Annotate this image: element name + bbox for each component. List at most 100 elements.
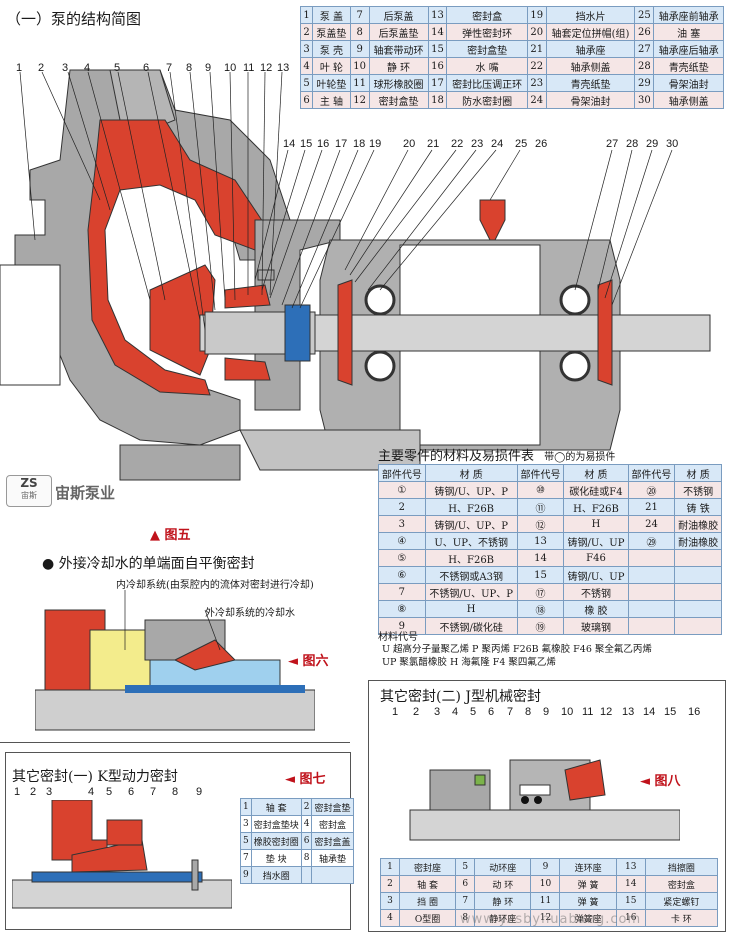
table-cell: ⑤: [378, 549, 426, 567]
fig5-label: ▲ 图五: [150, 528, 191, 543]
part-number-label: 30: [666, 138, 679, 150]
table-cell: ④: [378, 532, 426, 550]
table-cell: 3: [380, 892, 400, 910]
part-number-label: 9: [196, 786, 203, 798]
part-number-label: 4: [452, 706, 459, 718]
brand-name: 宙斯泵业: [55, 484, 116, 502]
table-cell: 泵 壳: [312, 40, 351, 58]
table-cell: 3: [240, 815, 252, 833]
table-header-cell: 部件代号: [378, 464, 426, 482]
table-cell: 轴承座后轴承: [653, 40, 724, 58]
table-cell: 挡水片: [545, 6, 636, 24]
fig8-oring-1: [521, 796, 529, 804]
part-number-label: 5: [470, 706, 477, 718]
table-cell: 不锈钢: [674, 481, 722, 499]
table-cell: 5: [455, 858, 476, 876]
part-number-label: 8: [172, 786, 179, 798]
fig6-sleeve: [125, 685, 305, 693]
table-cell: 9: [378, 617, 426, 635]
table-cell: [674, 617, 722, 635]
fig6-shaft: [35, 689, 315, 731]
table-cell: ⑳: [627, 481, 676, 499]
table-cell: 后泵盖: [368, 6, 429, 24]
part-number-label: 3: [46, 786, 53, 798]
fig6-outer-cooling-label: 外冷却系统的冷却水: [205, 608, 295, 619]
materials-note: 带◯的为易损件: [544, 452, 616, 463]
part-number-label: 10: [561, 706, 574, 718]
table-cell: 轴承座前轴承: [653, 6, 724, 24]
part-number-label: 1: [16, 62, 23, 74]
table-header-cell: 材 质: [424, 464, 518, 482]
table-cell: 7: [455, 892, 476, 910]
table-cell: 叶轮垫: [312, 74, 351, 92]
table-cell: 碳化硅或F4: [563, 481, 629, 499]
table-cell: 21: [627, 498, 676, 516]
table-cell: 挡水圈: [250, 866, 302, 884]
table-cell: 1: [299, 6, 314, 24]
table-header-row: 部件代号材 质部件代号材 质部件代号材 质: [378, 464, 722, 482]
table-cell: 轴承侧盖: [653, 91, 724, 109]
table-cell: 耐油橡胶: [674, 515, 722, 533]
seal-red-lower: [224, 357, 271, 381]
table-cell: 弹 簧: [559, 875, 617, 893]
table-header-cell: 材 质: [674, 464, 722, 482]
table-cell: [674, 583, 722, 601]
table-cell: 静 环: [474, 892, 532, 910]
table-cell: 13: [516, 532, 565, 550]
table-cell: 11: [530, 892, 561, 910]
table-cell: 静环座: [474, 909, 532, 927]
part-number-label: 27: [606, 138, 619, 150]
table-cell: 密封盒垫: [446, 40, 528, 58]
table-cell: 弹簧座: [559, 909, 617, 927]
part-number-label: 8: [525, 706, 532, 718]
part-number-label: 8: [186, 62, 193, 74]
brand-logo: ZS 宙斯: [6, 475, 52, 507]
part-number-label: 11: [243, 62, 255, 74]
seal-sleeve-blue: [284, 304, 311, 362]
table-cell: 1: [240, 798, 252, 816]
part-number-label: 4: [84, 62, 91, 74]
part-number-label: 9: [205, 62, 212, 74]
table-header-cell: 材 质: [563, 464, 629, 482]
table-cell: ⑱: [516, 600, 565, 618]
part-number-label: 2: [413, 706, 420, 718]
table-cell: 25: [634, 6, 655, 24]
part-number-label: 25: [515, 138, 528, 150]
part-number-label: 14: [283, 138, 296, 150]
table-cell: ㉙: [627, 532, 676, 550]
materials-table-title: 主要零件的材料及易损件表 带◯的为易损件: [378, 445, 615, 464]
table-cell: H: [424, 600, 518, 618]
table-cell: 油 塞: [653, 23, 724, 41]
table-cell: 叶 轮: [312, 57, 351, 75]
table-cell: 19: [526, 6, 547, 24]
pump-structure-diagram: [0, 69, 711, 481]
part-number-label: 7: [166, 62, 173, 74]
pump-base: [119, 444, 241, 481]
table-cell: 29: [634, 74, 655, 92]
part-number-label: 5: [106, 786, 113, 798]
part-number-label: 22: [451, 138, 464, 150]
table-cell: 铸钢/U、UP: [563, 532, 629, 550]
table-cell: 2: [380, 875, 400, 893]
table-cell: 泵 盖: [312, 6, 351, 24]
table-cell: 20: [526, 23, 547, 41]
table-cell: 7: [240, 849, 252, 867]
table-cell: [300, 866, 313, 884]
table-cell: 3: [299, 40, 314, 58]
table-cell: 16: [427, 57, 448, 75]
part-number-label: 3: [62, 62, 69, 74]
table-cell: 8: [349, 23, 370, 41]
fig8-title: 其它密封(二) J型机械密封: [380, 689, 541, 705]
part-number-label: 13: [622, 706, 635, 718]
table-cell: 泵盖垫: [312, 23, 351, 41]
table-cell: F46: [563, 549, 629, 567]
table-cell: 24: [526, 91, 547, 109]
part-number-label: 6: [128, 786, 135, 798]
table-cell: 22: [526, 57, 547, 75]
table-cell: [311, 866, 354, 884]
